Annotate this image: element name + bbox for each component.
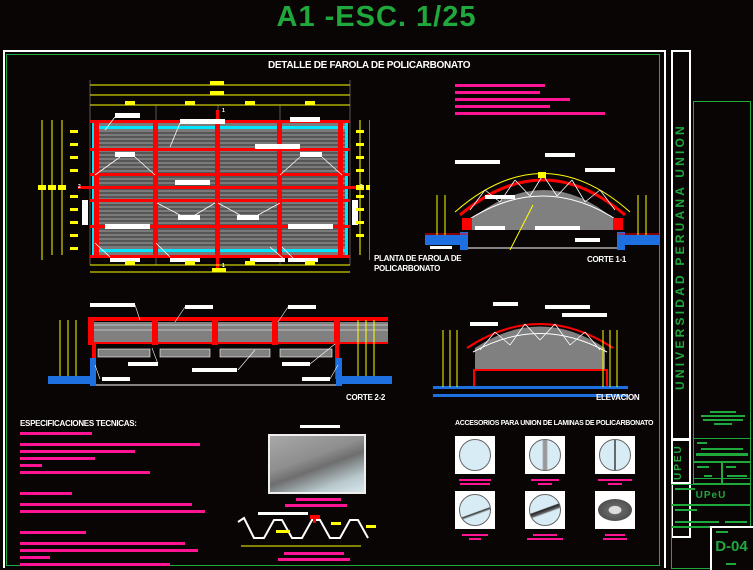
sheet-outer-frame — [3, 50, 666, 568]
accessory-caption — [445, 534, 505, 540]
tape-roll-icon — [595, 491, 635, 529]
corrugated-profile-drawing — [237, 512, 376, 547]
note-line — [455, 84, 545, 87]
accessories-heading: ACCESORIOS PARA UNION DE LAMINAS DE POLI… — [455, 420, 654, 427]
spec-line — [20, 510, 205, 513]
section-2-2-label: CORTE 2-2 — [346, 393, 386, 402]
spec-line — [20, 443, 200, 446]
plan-label-line2: POLICARBONATO — [374, 264, 441, 273]
project-name-block — [700, 411, 746, 425]
sheet-inner-frame — [6, 54, 660, 566]
spec-line — [20, 457, 95, 460]
spec-line — [20, 464, 42, 467]
author-box — [671, 505, 751, 527]
date-box — [722, 462, 751, 484]
spec-line — [20, 563, 170, 566]
specs-heading: ESPECIFICACIONES TECNICAS: — [20, 419, 137, 428]
spec-subheading — [20, 492, 72, 495]
university-vertical-strip — [671, 50, 691, 538]
accessory-item — [580, 491, 650, 540]
elevation-label: ELEVACION — [596, 393, 640, 402]
elevation-drawing — [433, 302, 628, 389]
accessory-caption — [515, 479, 575, 485]
university-name-vertical: UNIVERSIDAD PERUANA UNION — [673, 123, 687, 391]
section-2-2-drawing — [48, 303, 392, 386]
upeu-logo-text: UPeU — [695, 490, 727, 501]
scale-box — [693, 462, 722, 484]
section-mark-2-left: 2 — [78, 184, 81, 190]
spacer-icon — [525, 491, 565, 529]
photo-callout — [300, 425, 340, 428]
sheet-title: A1 -ESC. 1/25 — [276, 1, 477, 33]
spec-subheading — [20, 531, 86, 534]
spec-subheading — [20, 432, 92, 435]
plan-view-drawing — [38, 80, 370, 273]
elevation-ground-line — [433, 394, 628, 397]
note-line — [455, 112, 605, 115]
section-1-1-label: CORTE 1-1 — [587, 255, 627, 264]
blank-box — [671, 527, 711, 569]
upeu-vertical-box — [671, 438, 691, 484]
upeu-vertical-text: UPEU — [673, 444, 684, 480]
accessory-caption — [585, 534, 645, 540]
spec-line — [20, 549, 198, 552]
section-mark-2-right: 2 — [360, 184, 363, 190]
drawing-title-box — [693, 438, 751, 462]
accessory-caption — [515, 534, 575, 540]
bracket-icon — [525, 436, 565, 474]
sheet-number-sublabel — [726, 563, 736, 565]
accessory-caption — [585, 479, 645, 485]
plan-view-label: PLANTA DE FAROLA DE POLICARBONATO — [374, 254, 462, 274]
photo-caption — [285, 498, 347, 511]
spec-line — [20, 450, 135, 453]
institution-box — [671, 484, 751, 505]
sheet-number-box — [710, 526, 753, 570]
note-line — [455, 91, 540, 94]
accessory-caption — [445, 479, 505, 485]
section-notes — [455, 84, 645, 119]
accessory-item — [440, 491, 510, 540]
specs-block — [20, 432, 220, 570]
spec-line — [20, 542, 185, 545]
profile-icon — [455, 491, 495, 529]
section-mark-1-bottom: 1 — [222, 263, 225, 269]
accessory-item — [510, 436, 580, 485]
spec-line — [20, 471, 150, 474]
accessory-item — [510, 491, 580, 540]
note-line — [455, 98, 570, 101]
plan-label-line1: PLANTA DE FAROLA DE — [374, 254, 462, 263]
note-line — [455, 105, 550, 108]
polycarbonate-photo — [268, 434, 366, 494]
profile-caption — [278, 552, 350, 565]
spec-line — [20, 503, 192, 506]
sheet-number: D-04 — [715, 538, 748, 555]
section-1-1-drawing — [425, 153, 660, 250]
connector-icon — [455, 436, 495, 474]
section-mark-1-top: 1 — [222, 108, 225, 114]
screw-icon — [595, 436, 635, 474]
accessory-item — [580, 436, 650, 485]
accessories-grid — [440, 436, 650, 540]
spec-line — [20, 556, 50, 559]
accessory-item — [440, 436, 510, 485]
main-heading: DETALLE DE FAROLA DE POLICARBONATO — [268, 60, 471, 71]
